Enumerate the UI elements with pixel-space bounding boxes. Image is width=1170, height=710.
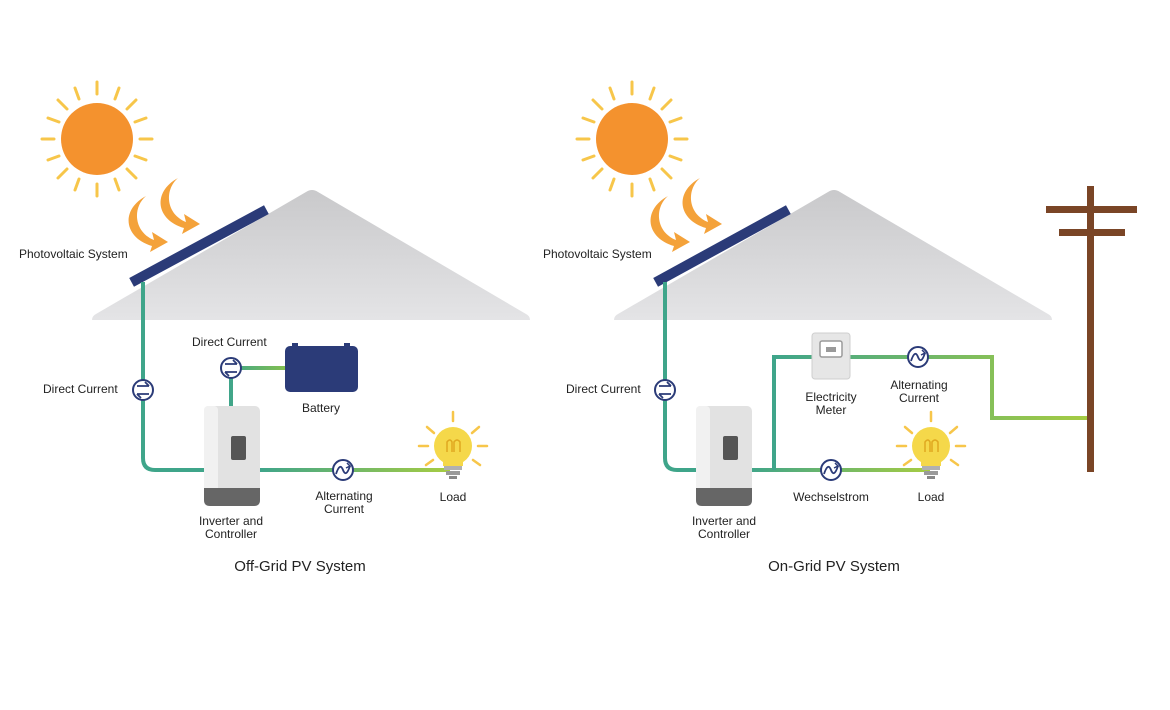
sun-icon (575, 80, 689, 198)
battery-label: Battery (302, 401, 340, 415)
ongrid-title: On-Grid PV System (768, 558, 900, 575)
ac-current-symbol-icon (820, 459, 842, 481)
solar-panel-icon (129, 205, 269, 287)
dc-wire (663, 282, 700, 472)
dc-wire (141, 282, 208, 472)
battery-icon (285, 343, 358, 392)
house-roof (614, 190, 1052, 320)
sunlight-arrow-icon (650, 178, 722, 252)
ac-label-line1: Alternating (890, 378, 947, 392)
dc-current-symbol-icon (132, 379, 154, 401)
inverter-label-line1: Inverter and (199, 514, 263, 528)
sun-icon (40, 80, 154, 198)
offgrid-system: Photovoltaic System Direct Current Direc… (19, 80, 530, 575)
dc-main-label: Direct Current (566, 382, 641, 396)
ac-label-line1: Alternating (315, 489, 372, 503)
inverter-label-line2: Controller (698, 527, 750, 541)
dc-battery-label: Direct Current (192, 335, 267, 349)
dc-current-symbol-icon (220, 357, 242, 379)
ac-current-symbol-icon (907, 346, 929, 368)
offgrid-title: Off-Grid PV System (234, 558, 365, 575)
ac-label-line2: Current (324, 502, 365, 516)
sunlight-arrow-icon (128, 178, 200, 252)
meter-label-line1: Electricity (805, 390, 856, 404)
dc-current-symbol-icon (654, 379, 676, 401)
ac-current-symbol-icon (332, 459, 354, 481)
light-bulb-icon (417, 410, 489, 479)
electricity-meter-icon (811, 332, 851, 380)
load-label: Load (918, 490, 945, 504)
utility-pole-icon (1046, 186, 1137, 472)
ac-label-line2: Current (899, 391, 940, 405)
house-roof (92, 190, 530, 320)
inverter-label-line1: Inverter and (692, 514, 756, 528)
grid-wire (772, 355, 1090, 470)
load-ac-label: Wechselstrom (793, 490, 869, 504)
meter-label-line2: Meter (816, 403, 847, 417)
pv-label: Photovoltaic System (543, 247, 652, 261)
pv-label: Photovoltaic System (19, 247, 128, 261)
solar-panel-icon (653, 205, 791, 287)
load-label: Load (440, 490, 467, 504)
inverter-icon (204, 406, 260, 506)
light-bulb-icon (895, 410, 967, 479)
dc-main-label: Direct Current (43, 382, 118, 396)
inverter-label-line2: Controller (205, 527, 257, 541)
inverter-icon (696, 406, 752, 506)
ongrid-system: Photovoltaic System Direct Current Elect… (543, 80, 1137, 575)
